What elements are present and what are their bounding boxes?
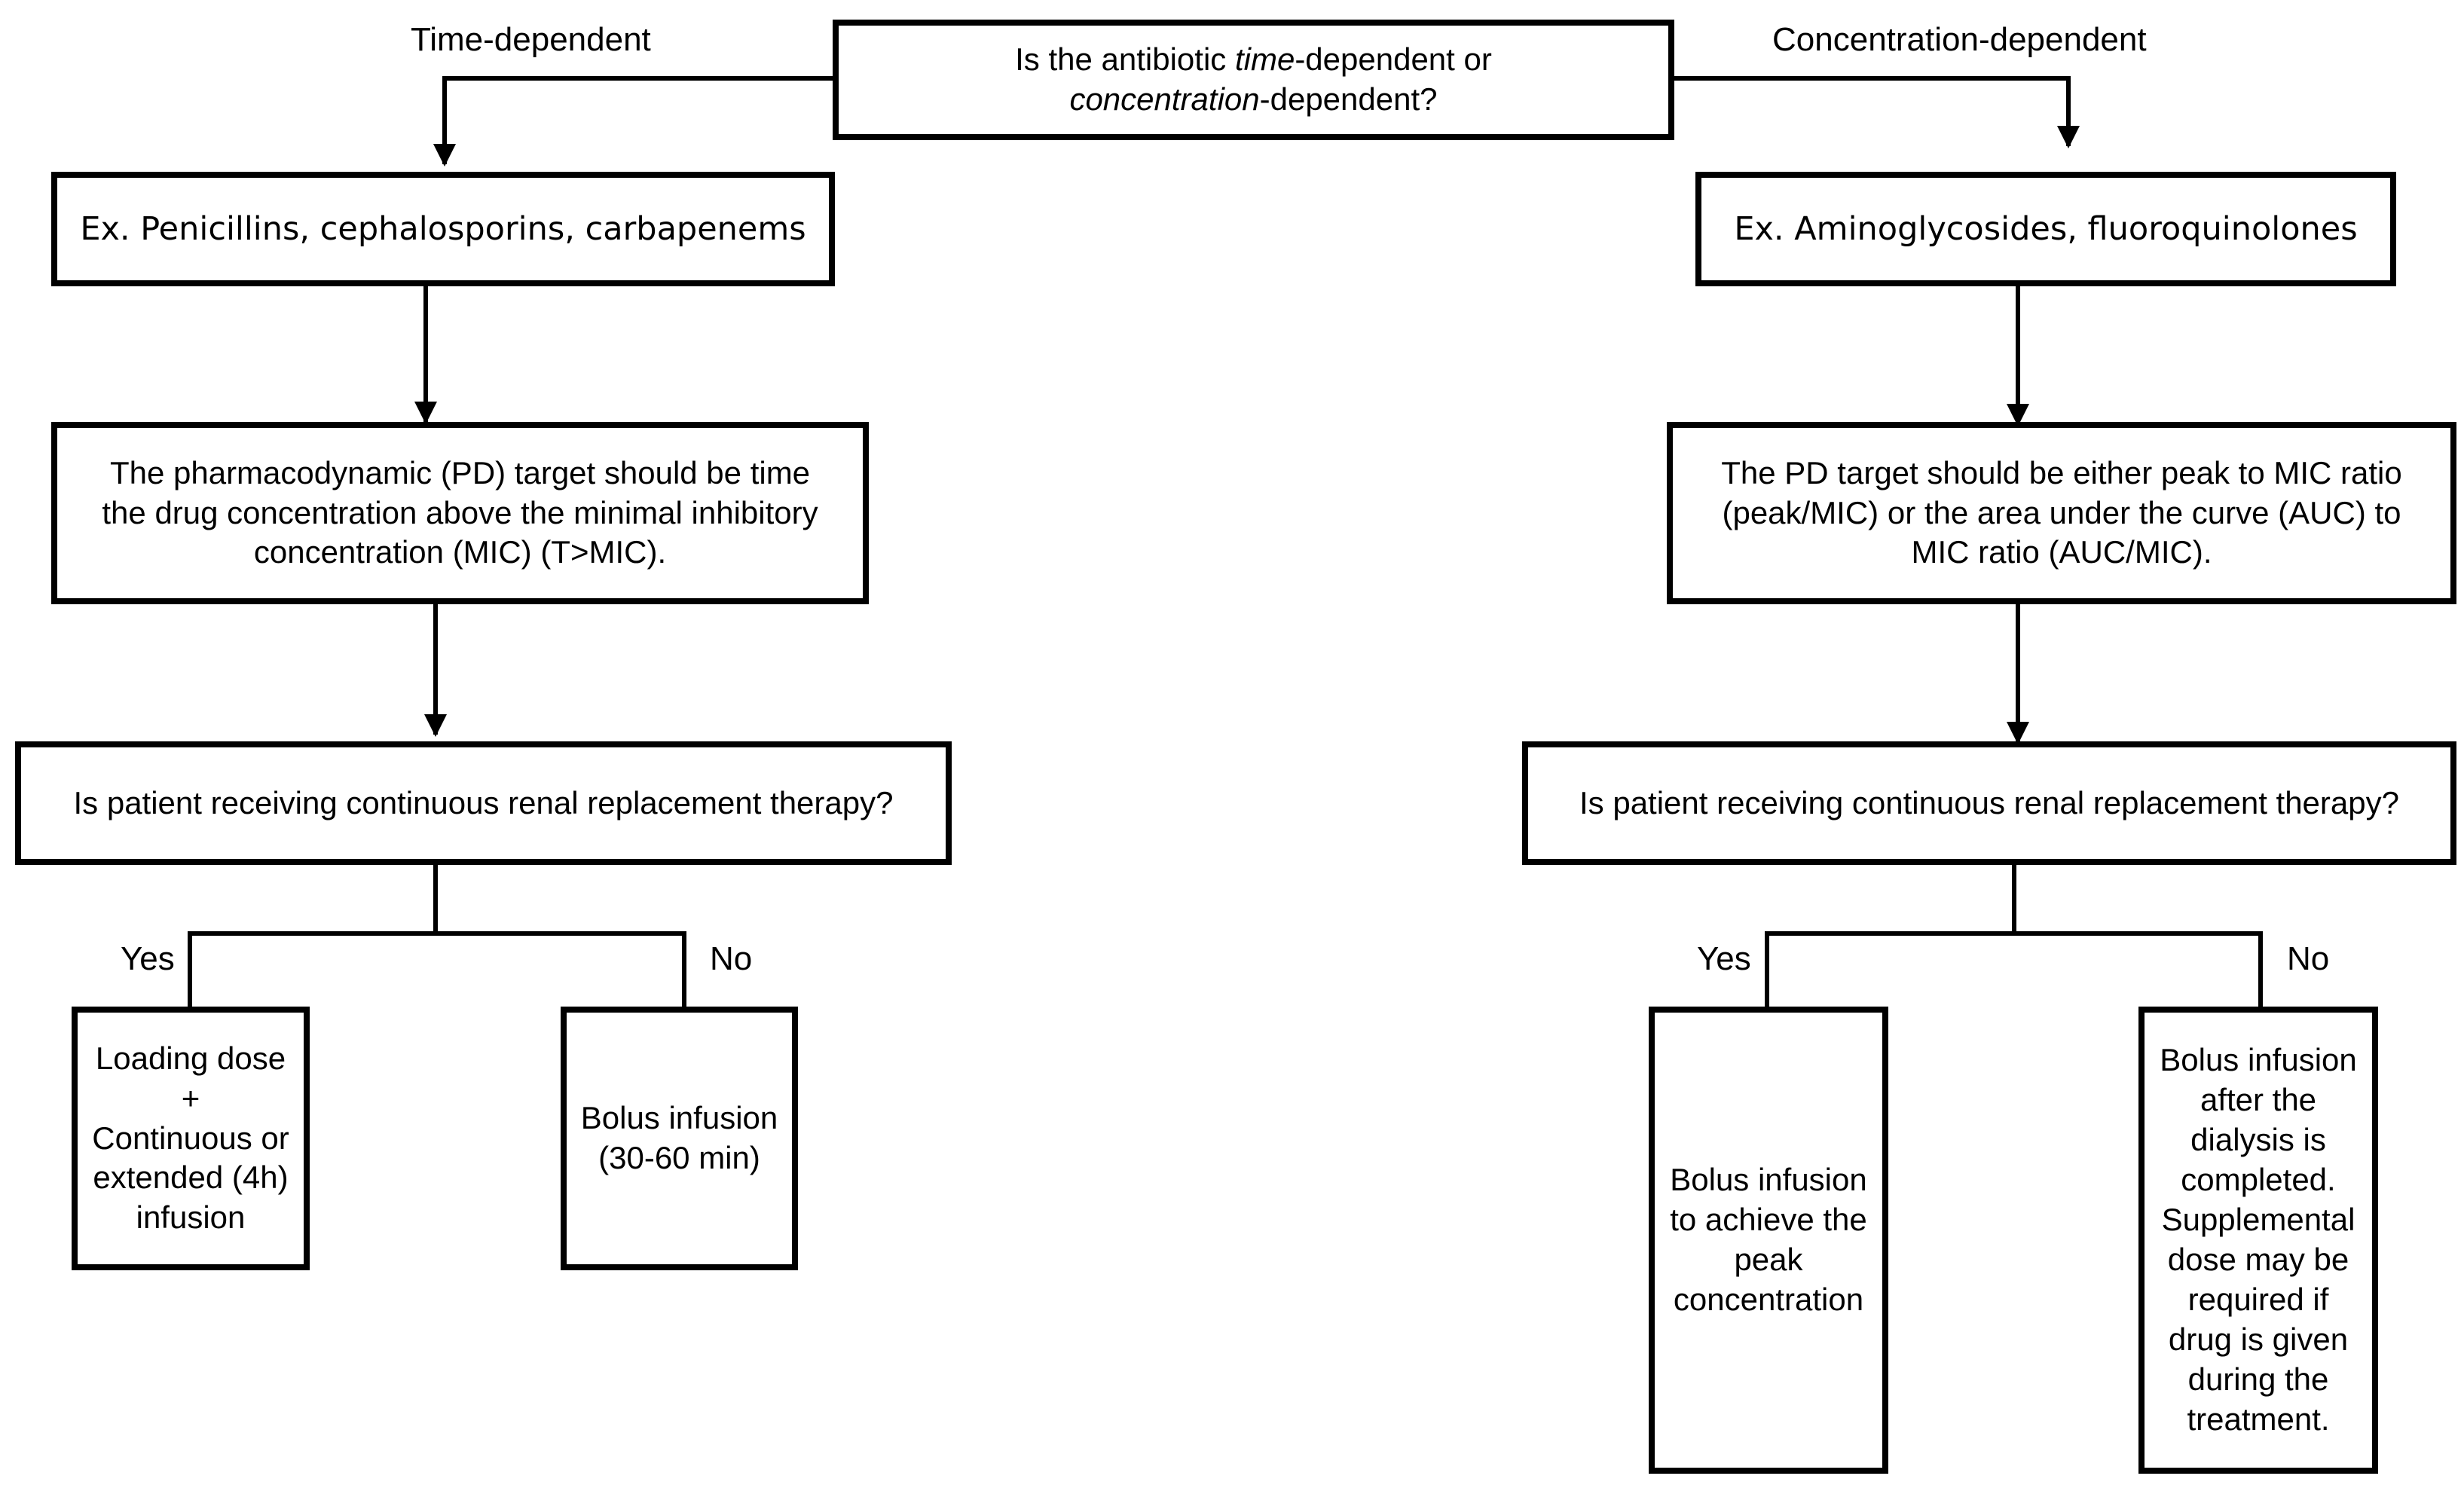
right-examples-box: Ex. Aminoglycosides, fluoroquinolones	[1695, 172, 2396, 286]
concentration-word: concentration	[1069, 81, 1260, 117]
time-dependent-label: Time-dependent	[411, 21, 651, 58]
left-crrt-question-box: Is patient receiving continuous renal re…	[15, 741, 952, 865]
question-box: Is the antibiotic time-dependent or conc…	[833, 20, 1674, 140]
left-yes-outcome-box: Loading dose + Continuous or extended (4…	[72, 1007, 310, 1270]
arrow-to-conc-branch	[1674, 76, 2080, 148]
left-yes-label: Yes	[121, 940, 175, 977]
right-yes-label: Yes	[1697, 940, 1751, 977]
left-no-outcome-box: Bolus infusion (30-60 min)	[561, 1007, 798, 1270]
split-right-no	[2014, 931, 2263, 1007]
right-no-outcome-box: Bolus infusion after the dialysis is com…	[2138, 1007, 2378, 1474]
left-pd-target-box: The pharmacodynamic (PD) target should b…	[51, 422, 869, 604]
right-no-label: No	[2287, 940, 2330, 977]
concentration-dependent-label: Concentration-dependent	[1772, 21, 2147, 58]
left-examples-box: Ex. Penicillins, cephalosporins, carbape…	[51, 172, 835, 286]
right-yes-outcome-box: Bolus infusion to achieve the peak conce…	[1649, 1007, 1888, 1474]
time-word: time	[1234, 41, 1295, 78]
right-pd-target-box: The PD target should be either peak to M…	[1667, 422, 2456, 604]
left-no-label: No	[710, 940, 753, 977]
split-left-no	[436, 931, 686, 1007]
split-right	[1765, 865, 2016, 1007]
arrow-to-time-branch	[433, 76, 833, 167]
right-crrt-question-box: Is patient receiving continuous renal re…	[1522, 741, 2456, 865]
split-left	[188, 865, 438, 1007]
